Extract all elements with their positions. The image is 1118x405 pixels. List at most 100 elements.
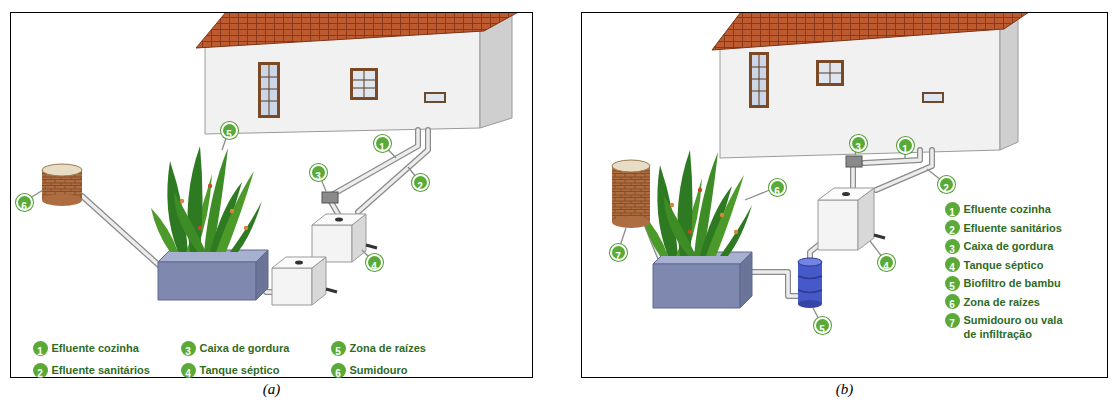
callout-number-text: 4 <box>371 260 377 273</box>
plants <box>641 150 752 256</box>
legend-number: 1 <box>949 205 955 220</box>
callout-number-text: 5 <box>226 128 232 141</box>
tank-cap <box>335 218 343 222</box>
pipe <box>358 130 428 212</box>
legend-label: Tanque séptico <box>964 258 1044 272</box>
legend-number: 7 <box>949 316 955 331</box>
septic-tank-front <box>272 268 312 305</box>
callout-number-text: 3 <box>855 141 861 154</box>
pipe <box>851 166 855 190</box>
callout-number-text: 1 <box>902 143 908 156</box>
door-grid <box>261 65 277 115</box>
callout-number: 6 <box>769 179 786 196</box>
pipe <box>850 166 856 190</box>
callout-number: 5 <box>814 317 831 334</box>
flower <box>688 230 692 234</box>
callout-number-text: 2 <box>417 180 423 193</box>
house-side-wall <box>1000 18 1018 150</box>
legend-item: 4Tanque séptico <box>181 363 196 378</box>
pipe <box>752 272 798 296</box>
root-zone-side <box>740 252 752 308</box>
callout-number: 3 <box>310 164 327 181</box>
callout-number: 5 <box>221 122 238 139</box>
soakaway-body <box>612 166 650 222</box>
legend-item: 3Caixa de gordura <box>945 239 960 254</box>
window <box>816 60 844 86</box>
window-grid <box>353 71 375 97</box>
panel-frame: 12345671Efluente cozinha2Efluente sanitá… <box>581 12 1108 378</box>
soakaway-top <box>612 160 650 172</box>
tank-cap <box>842 192 850 196</box>
pipe <box>330 130 418 196</box>
legend-label: Caixa de gordura <box>964 239 1054 253</box>
legend-number: 4 <box>949 260 955 275</box>
legend-item: 6Zona de raízes <box>945 294 960 309</box>
legend-number: 5 <box>949 279 955 294</box>
legend-item: 7Sumidouro ou vala de infiltração <box>945 313 960 328</box>
septic-tank-front <box>818 200 858 250</box>
soakaway-bottom <box>42 194 82 206</box>
root-zone-front <box>653 264 740 308</box>
leader-lines <box>24 130 420 262</box>
panel-caption: (b) <box>582 380 1107 398</box>
callout-number: 2 <box>938 176 955 193</box>
legend-label: Tanque séptico <box>200 363 280 377</box>
legend-number: 2 <box>37 366 43 381</box>
legend-number: 6 <box>335 366 341 381</box>
leaf <box>706 175 744 256</box>
legend-label: Efluente cozinha <box>964 202 1051 216</box>
legend-item: 6Sumidouro <box>331 363 346 378</box>
leaf <box>720 205 752 256</box>
pipe <box>358 130 428 212</box>
flower <box>720 213 724 217</box>
scene-a <box>24 13 522 305</box>
biofilter-bands <box>798 276 822 293</box>
callout-number-text: 2 <box>943 182 949 195</box>
grease-box <box>322 192 338 203</box>
plants <box>151 146 262 252</box>
door-grid <box>752 55 766 105</box>
tank-outlet <box>326 289 337 292</box>
flower <box>734 230 738 234</box>
root-zone-front <box>158 262 256 300</box>
soakaway-top <box>42 164 82 176</box>
legend-item: 2Efluente sanitários <box>945 220 960 235</box>
panel-caption: (a) <box>11 380 532 398</box>
house-roof <box>196 13 522 48</box>
tank-outlet <box>366 245 377 248</box>
pipe <box>876 150 932 190</box>
legend-item: 1Efluente cozinha <box>33 341 48 356</box>
flower <box>670 203 674 207</box>
legend-label: Efluente cozinha <box>52 341 139 355</box>
legend-item: 4Tanque séptico <box>945 257 960 272</box>
grease-box <box>846 156 862 167</box>
house-roof <box>712 13 1032 50</box>
soakaway-bottom <box>612 216 650 228</box>
door-glass <box>261 65 277 115</box>
small-window-glass <box>924 94 942 101</box>
pipe <box>876 150 932 190</box>
legend-label: Sumidouro ou vala de infiltração <box>964 313 1074 341</box>
window-glass <box>819 63 841 83</box>
septic-tank-top <box>272 257 326 268</box>
door-glass <box>752 55 766 105</box>
biofilter-bottom <box>798 300 822 308</box>
legend-label: Efluente sanitários <box>52 363 150 377</box>
tank-outlet <box>874 235 885 238</box>
legend-label: Sumidouro <box>350 363 408 377</box>
legend-label: Zona de raízes <box>350 341 426 355</box>
window-grid <box>819 63 841 83</box>
pipe <box>82 196 162 268</box>
legend-number: 3 <box>185 344 191 359</box>
leader-lines <box>618 143 946 325</box>
callout-number-text: 1 <box>379 141 385 154</box>
septic-tank-front <box>312 225 352 262</box>
legend-number: 4 <box>185 366 191 381</box>
root-zone-side <box>256 250 268 300</box>
small-window-glass <box>426 94 444 101</box>
callout-number-text: 7 <box>615 250 621 263</box>
legend-item: 5Biofiltro de bambu <box>945 276 960 291</box>
biofilter-body <box>798 262 822 304</box>
callout-number-text: 3 <box>315 170 321 183</box>
legend-item: 5Zona de raízes <box>331 341 346 356</box>
